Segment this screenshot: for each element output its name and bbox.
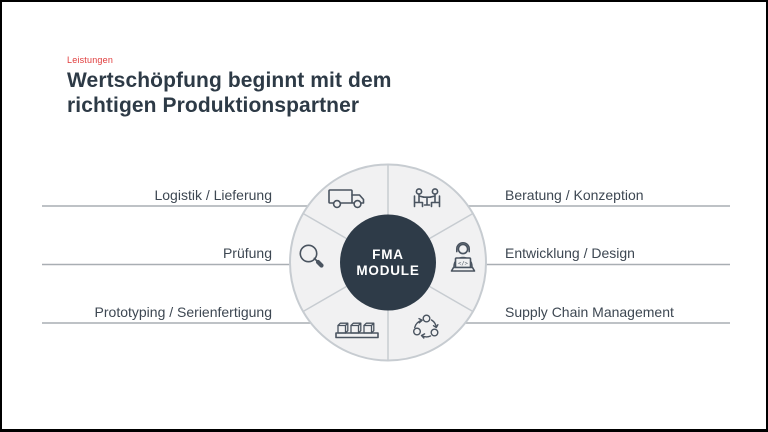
segment-label-supply-chain: Supply Chain Management <box>505 304 674 320</box>
wheel-center-circle <box>340 214 436 311</box>
segment-label-pruefung: Prüfung <box>222 245 272 261</box>
center-title-line1: FMA <box>372 247 404 262</box>
magnifier-icon <box>299 244 324 268</box>
production-boxes-icon <box>335 322 379 339</box>
eyebrow-label: Leistungen <box>67 55 114 65</box>
center-title-line2: MODULE <box>356 263 419 278</box>
code-glyph: </> <box>458 261 469 267</box>
segment-label-prototyping: Prototyping / Serienfertigung <box>94 304 272 320</box>
developer-laptop-icon: </> <box>450 242 476 272</box>
segment-label-beratung: Beratung / Konzeption <box>505 187 644 203</box>
segment-label-entwicklung: Entwicklung / Design <box>505 245 635 261</box>
segment-label-logistik: Logistik / Lieferung <box>154 187 272 203</box>
page-title: Wertschöpfung beginnt mit dem richtigen … <box>67 69 392 117</box>
truck-icon <box>328 189 365 209</box>
cycle-arrows-icon <box>412 314 439 339</box>
meeting-icon <box>413 188 441 208</box>
